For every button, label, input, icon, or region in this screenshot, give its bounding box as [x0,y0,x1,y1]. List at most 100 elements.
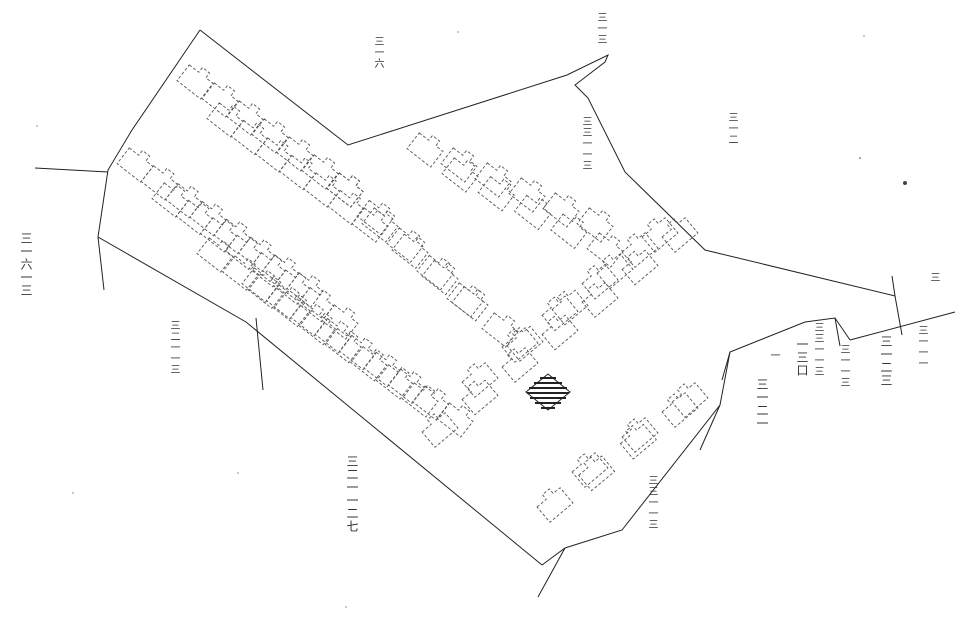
boundary-line [834,317,841,347]
building-footprint [196,237,234,273]
lot-number-label: 一 [768,350,779,361]
building-footprint [314,317,352,354]
building-footprint [661,392,699,428]
building-footprint [272,269,311,305]
building-footprint [301,154,339,190]
lot-number-label: 一三口 [795,338,809,377]
building-footprint [164,182,203,219]
highlighted-lot [525,373,571,411]
lot-number-label: 三一二 [726,112,737,145]
building-footprint [536,487,574,523]
building-footprint [501,347,539,383]
building-footprint [621,417,659,453]
building-footprint [406,132,444,168]
building-footprint [298,309,337,346]
building-footprint [140,165,178,201]
building-footprint [542,192,580,228]
building-footprint [189,200,227,237]
building-footprint [401,382,439,418]
building-footprint [247,273,285,310]
building-footprint [461,362,499,398]
building-footprint [506,325,544,362]
boundary-line [699,404,721,451]
boundary-line [34,167,109,173]
building-footprint [440,147,478,183]
building-footprint [411,385,450,421]
building-footprint [221,255,260,291]
boundary-line [849,311,956,341]
building-footprint [326,172,364,208]
building-footprint [436,402,474,438]
building-footprint [541,295,579,332]
building-footprint [230,119,268,156]
lot-number-label: 三一六 [372,36,383,69]
building-footprint [278,154,317,191]
building-footprint [116,147,154,183]
building-footprint [551,289,589,326]
building-footprint [477,175,515,212]
building-footprint [421,259,459,296]
building-footprint [641,217,679,253]
building-footprint [321,304,359,340]
lot-number-label: 三二一一三 [168,320,179,375]
building-footprint [265,284,304,320]
building-footprint [350,345,388,382]
building-footprint [474,162,512,198]
building-footprint [571,452,609,488]
lot-number-label: 三 [928,272,939,283]
boundary-line [537,547,566,598]
building-footprint [619,423,657,460]
lot-number-label: 三三一一三 [812,322,823,377]
building-footprint [276,136,314,172]
building-footprint [391,233,429,270]
building-footprint [338,334,377,371]
building-footprint [241,267,279,303]
lot-number-label: 三一二一 [755,378,769,430]
site-south-boundary [541,317,851,566]
building-footprint [363,351,401,388]
building-footprint [386,227,424,263]
building-footprint [356,199,394,236]
building-footprint [421,412,459,448]
lot-number-label: 三一二三 [879,335,893,387]
parcel-boundaries [34,29,956,598]
building-footprint [387,368,425,405]
building-footprint [446,282,484,318]
building-footprint [661,217,699,253]
building-footprint [237,236,276,273]
building-footprint [596,253,634,290]
lot-number-label: 三三一一三 [580,116,591,171]
building-footprint [461,379,499,416]
lot-number-label: 三一六一三 [19,232,33,297]
building-footprint [361,207,399,243]
building-footprint [451,285,489,322]
building-footprint [508,177,546,213]
boundary-line [97,236,105,291]
main-site-boundary [199,29,896,297]
building-footprint [151,182,189,218]
site-west-boundary [97,29,543,566]
building-footprint [513,194,552,231]
building-footprint [290,300,328,337]
building-footprint [441,157,479,193]
building-footprint [273,291,311,328]
building-footprint [226,100,264,136]
building-footprint [286,272,324,308]
building-footprint [578,455,616,492]
building-footprint [351,207,389,243]
lot-number-label: 三一三 [595,12,606,45]
lot-number-label: 三二一一二七 [345,455,359,533]
building-footprint [248,251,286,288]
building-footprint [324,327,362,364]
building-footprint [201,82,239,118]
building-footprint [581,282,619,318]
building-footprint [671,382,709,418]
building-footprint [501,327,539,363]
building-footprint [175,199,213,236]
building-footprint [297,286,335,323]
scan-specks [36,31,907,608]
building-footprint [251,118,289,154]
building-footprint [581,263,619,300]
building-footprint [327,189,365,226]
building-footprint [576,207,614,243]
